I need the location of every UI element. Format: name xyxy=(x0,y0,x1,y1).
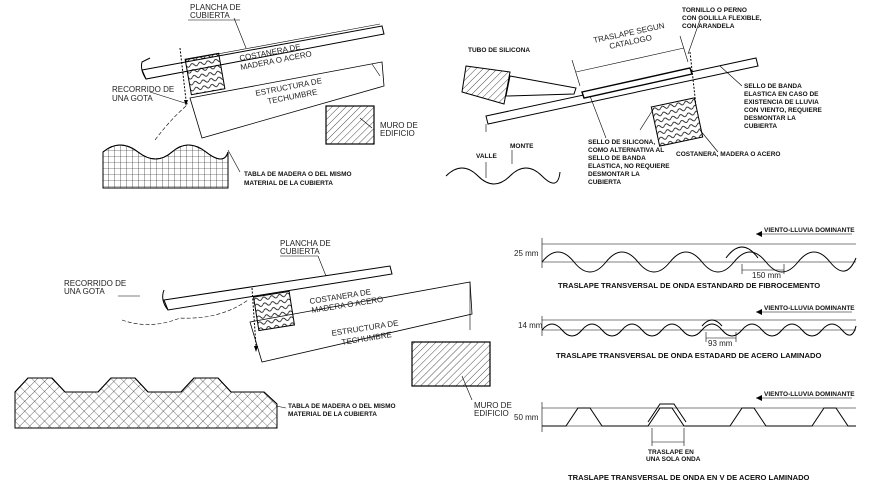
fig3-tabla-label-2: MATERIAL DE LA CUBIERTA xyxy=(288,411,377,418)
profile-1-wave xyxy=(541,251,857,273)
fig2-tornillo-label-1: TORNILLO O PERNO xyxy=(682,7,747,14)
fig3-tabla-label-1: TABLA DE MADERA O DEL MISMO xyxy=(288,403,396,410)
fig3-plancha-label-2: CUBIERTA xyxy=(280,247,320,256)
profile-2-viento: VIENTO-LLUVIA DOMINANTE xyxy=(764,305,855,312)
silicone-nozzle xyxy=(505,75,577,97)
profile-2-height: 14 mm xyxy=(518,321,543,330)
fig2-sello-silicona-label-3: SELLO DE BANDA xyxy=(588,155,646,162)
figure-3-detail: PLANCHA DE CUBIERTA COSTANERA DE MADERA … xyxy=(14,239,512,429)
profile-3-traslape-2: UNA SOLA ONDA xyxy=(646,456,701,463)
building-wall-2 xyxy=(411,341,491,387)
profile-3-height: 50 mm xyxy=(514,413,539,422)
profile-3: VIENTO-LLUVIA DOMINANTE 50 mm TRASLAPE E… xyxy=(514,391,856,482)
purlin-wood-2 xyxy=(650,97,704,147)
fig3-recorrido-label-1: RECORRIDO DE xyxy=(64,279,126,288)
fig2-valle-label: VALLE xyxy=(476,153,497,160)
profile-1-viento: VIENTO-LLUVIA DOMINANTE xyxy=(764,227,855,234)
fig2-costanera-label: COSTANERA, MADERA O ACERO xyxy=(676,151,780,158)
wave-profile xyxy=(445,167,561,185)
fig2-sello-silicona-label-5: DESMONTAR LA xyxy=(588,171,640,178)
profile-3-viento: VIENTO-LLUVIA DOMINANTE xyxy=(764,391,855,398)
fig2-sello-silicona-label-6: CUBIERTA xyxy=(588,179,621,186)
figure-2-detail: TUBO DE SILICONA TRASLAPE SEGUN CATALOGO… xyxy=(445,7,823,186)
fig3-muro-label-2: EDIFICIO xyxy=(474,409,509,418)
profile-2-span: 93 mm xyxy=(708,339,733,348)
fig2-sello-silicona-label-1: SELLO DE SILICONA, xyxy=(588,139,655,146)
fig3-recorrido-label-2: UNA GOTA xyxy=(64,287,105,296)
profile-3-profile xyxy=(542,407,856,427)
fig1-muro-label-2: EDIFICIO xyxy=(380,129,415,138)
roof-sheet-2 xyxy=(163,265,393,311)
fig1-tabla-label-1: TABLA DE MADERA O DEL MISMO xyxy=(244,171,352,178)
fig2-tubo-label: TUBO DE SILICONA xyxy=(468,47,530,54)
fig3-plancha-label-1: PLANCHA DE xyxy=(280,239,331,248)
profile-1-height: 25 mm xyxy=(514,249,539,258)
profile-3-traslape-1: TRASLAPE EN xyxy=(648,449,694,456)
profile-3-caption: TRASLAPE TRANSVERSAL DE ONDA EN V DE ACE… xyxy=(568,473,810,482)
fig1-recorrido-label-1: RECORRIDO DE xyxy=(112,85,174,94)
fig2-sello-silicona-label-4: ELASTICA, NO REQUIERE xyxy=(588,163,670,170)
fig2-tornillo-label-3: CON ARANDELA xyxy=(682,23,735,30)
fig2-sello-banda-label-4: CON VIENTO, REQUIERE xyxy=(744,107,823,114)
silicone-tube xyxy=(461,65,511,105)
profile-2-caption: TRASLAPE TRANSVERSAL DE ONDA ESTADARD DE… xyxy=(556,351,821,360)
fig2-sello-banda-label-6: CUBIERTA xyxy=(744,123,777,130)
fig1-muro-label-1: MURO DE xyxy=(380,121,418,130)
profile-1-caption: TRASLAPE TRANSVERSAL DE ONDA ESTANDARD D… xyxy=(558,281,820,290)
roof-structure-2 xyxy=(249,281,473,363)
fig2-sello-banda-label-5: DESMONTAR LA xyxy=(744,115,796,122)
profile-2: VIENTO-LLUVIA DOMINANTE 14 mm 93 mm TRAS… xyxy=(518,305,857,360)
purlin-wood xyxy=(184,52,226,96)
profile-2-wave xyxy=(541,323,857,337)
profile-1-span: 150 mm xyxy=(752,271,781,280)
roof-structure xyxy=(189,61,385,139)
fig2-sello-banda-label-2: ELASTICA EN CASO DE xyxy=(744,91,819,98)
fig2-tornillo-label-2: CON GOLILLA FLEXIBLE, xyxy=(682,15,762,22)
figure-1-detail: PLANCHA DE CUBIERTA COSTANERA DE MADERA … xyxy=(102,3,418,189)
fig2-sello-banda-label-3: EXISTENCIA DE LLUVIA xyxy=(744,99,819,106)
fig1-plancha-label-2: CUBIERTA xyxy=(190,11,230,20)
fig2-sello-silicona-label-2: COMO ALTERNATIVA AL xyxy=(588,147,664,154)
profile-1: VIENTO-LLUVIA DOMINANTE 25 mm 150 mm TRA… xyxy=(514,227,857,290)
corrugated-section xyxy=(102,144,229,189)
purlin-wood-3 xyxy=(252,290,296,332)
building-wall xyxy=(325,105,375,145)
fig2-monte-label: MONTE xyxy=(510,143,534,150)
fig1-tabla-label-2: MATERIAL DE LA CUBIERTA xyxy=(244,180,333,187)
fig1-plancha-label-1: PLANCHA DE xyxy=(190,3,241,12)
fig1-recorrido-label-2: UNA GOTA xyxy=(112,94,153,103)
trapezoid-section xyxy=(14,377,278,429)
fig3-muro-label-1: MURO DE xyxy=(474,401,512,410)
fig2-sello-banda-label-1: SELLO DE BANDA xyxy=(744,83,802,90)
